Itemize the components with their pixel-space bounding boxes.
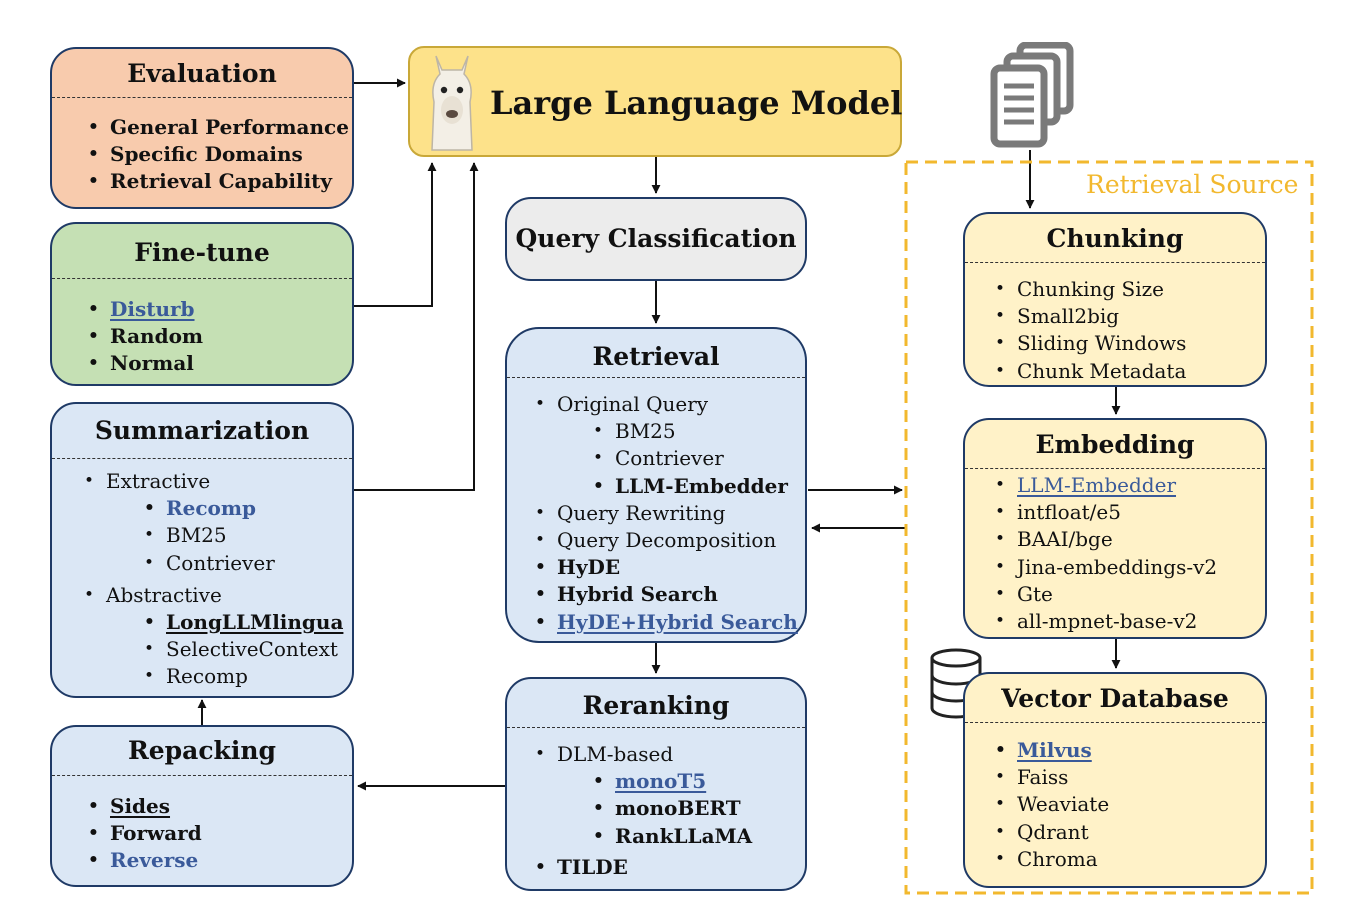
chunking-box: Chunking Chunking Size Small2big Sliding… [963,212,1267,387]
retrieval-list: Original Query BM25 Contriever LLM-Embed… [507,391,805,636]
finetune-box: Fine-tune Disturb Random Normal [50,222,354,386]
divider [52,97,352,98]
divider [507,727,805,728]
list-item: Contriever [593,445,805,472]
finetune-list: Disturb Random Normal [52,296,352,378]
list-item: Faiss [995,764,1265,791]
list-item: BM25 [593,418,805,445]
chunking-title: Chunking [1046,224,1184,253]
query-classification-box: Query Classification [505,197,807,281]
list-item: intfloat/e5 [995,499,1265,526]
list-item: Extractive [84,468,352,495]
list-item: Forward [88,820,352,847]
list-item: Hybrid Search [535,581,805,608]
summarization-box: Summarization Extractive Recomp BM25 Con… [50,402,354,698]
list-item: LLM-Embedder [593,473,805,500]
evaluation-box: Evaluation General Performance Specific … [50,47,354,209]
vector-database-list: Milvus Faiss Weaviate Qdrant Chroma [965,737,1265,873]
reranking-title: Reranking [582,691,730,720]
list-item: TILDE [535,854,805,881]
repacking-list: Sides Forward Reverse [52,793,352,875]
llm-box: Large Language Model [408,46,902,157]
list-item: Retrieval Capability [88,168,352,195]
retrieval-source-label: Retrieval Source [1086,170,1299,199]
list-item: all-mpnet-base-v2 [995,608,1265,635]
list-item: Recomp [144,663,352,690]
list-item: Query Decomposition [535,527,805,554]
list-item: Sides [88,793,352,820]
list-item: SelectiveContext [144,636,352,663]
list-item: HyDE+Hybrid Search [535,609,805,636]
vector-database-title: Vector Database [1001,684,1229,713]
divider [965,468,1265,469]
finetune-title: Fine-tune [134,238,270,267]
list-item: Chunking Size [995,276,1265,303]
list-item: Reverse [88,847,352,874]
llm-title: Large Language Model [490,84,903,122]
list-item: Chroma [995,846,1265,873]
list-item: LLM-Embedder [995,472,1265,499]
list-item: monoBERT [593,795,805,822]
divider [52,775,352,776]
list-item: Normal [88,350,352,377]
divider [52,458,352,459]
list-item: Sliding Windows [995,330,1265,357]
embedding-list: LLM-Embedder intfloat/e5 BAAI/bge Jina-e… [965,472,1265,635]
list-item: Chunk Metadata [995,358,1265,385]
embedding-title: Embedding [1035,430,1195,459]
list-item: Specific Domains [88,141,352,168]
reranking-box: Reranking DLM-based monoT5 monoBERT Rank… [505,677,807,891]
divider [965,262,1265,263]
divider [52,278,352,279]
retrieval-box: Retrieval Original Query BM25 Contriever… [505,327,807,643]
list-item: LongLLMlingua [144,609,352,636]
list-item: DLM-based [535,741,805,768]
retrieval-source-border [904,160,1314,895]
divider [965,722,1265,723]
list-item: Original Query [535,391,805,418]
summarization-title: Summarization [94,416,310,445]
list-item: monoT5 [593,768,805,795]
chunking-list: Chunking Size Small2big Sliding Windows … [965,276,1265,385]
evaluation-list: General Performance Specific Domains Ret… [52,114,352,196]
embedding-box: Embedding LLM-Embedder intfloat/e5 BAAI/… [963,418,1267,639]
list-item: Weaviate [995,791,1265,818]
list-item: Milvus [995,737,1265,764]
repacking-title: Repacking [127,736,277,765]
repacking-box: Repacking Sides Forward Reverse [50,725,354,887]
list-item: Disturb [88,296,352,323]
summarization-list: Extractive Recomp BM25 Contriever Abstra… [52,468,352,691]
arrow-finetune-to-llm [354,162,437,307]
retrieval-title: Retrieval [592,342,720,371]
list-item: General Performance [88,114,352,141]
list-item: Random [88,323,352,350]
arrow-summarization-to-llm [354,162,479,491]
llama-icon [431,55,473,151]
list-item: Recomp [144,495,352,522]
list-item: Contriever [144,550,352,577]
list-item: Jina-embeddings-v2 [995,554,1265,581]
vector-database-box: Vector Database Milvus Faiss Weaviate Qd… [963,672,1267,888]
list-item: RankLLaMA [593,823,805,850]
documents-icon [990,42,1074,148]
list-item: HyDE [535,554,805,581]
list-item: BAAI/bge [995,526,1265,553]
divider [507,377,805,378]
list-item: Qdrant [995,819,1265,846]
query-classification-title: Query Classification [515,224,797,253]
list-item: Query Rewriting [535,500,805,527]
reranking-list: DLM-based monoT5 monoBERT RankLLaMA TILD… [507,741,805,881]
evaluation-title: Evaluation [127,59,277,88]
list-item: Small2big [995,303,1265,330]
list-item: BM25 [144,522,352,549]
list-item: Abstractive [84,582,352,609]
list-item: Gte [995,581,1265,608]
